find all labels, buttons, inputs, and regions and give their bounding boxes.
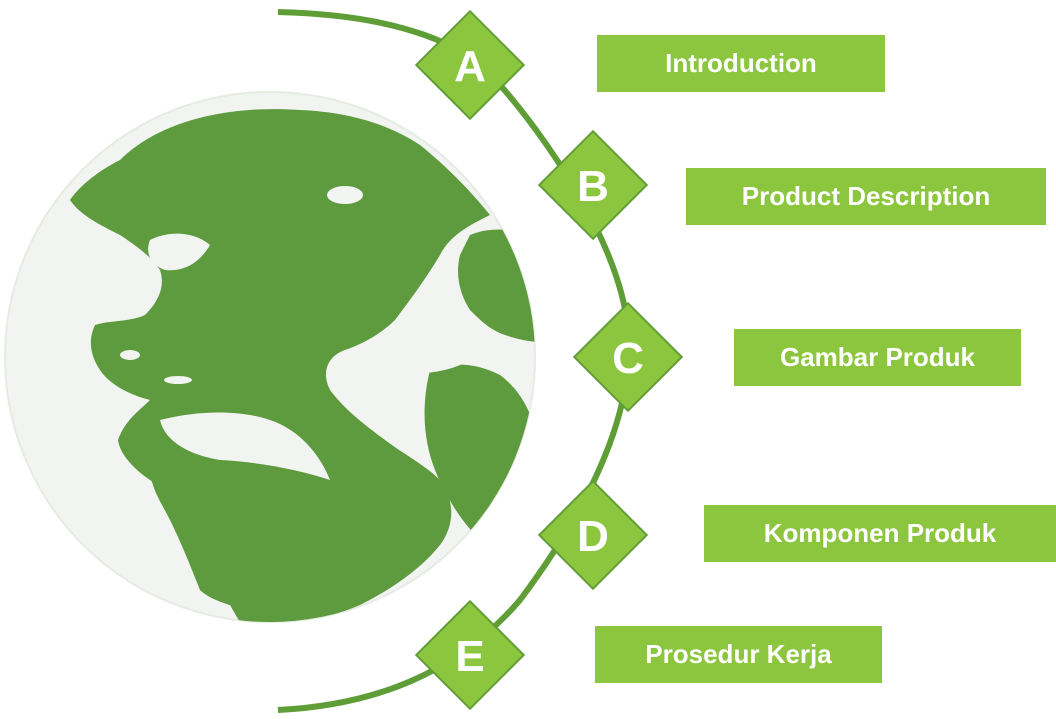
step-marker-e[interactable]: E xyxy=(414,599,526,711)
step-label-komponen-produk[interactable]: Komponen Produk xyxy=(704,505,1056,562)
step-label-prosedur-kerja[interactable]: Prosedur Kerja xyxy=(595,626,882,683)
step-marker-d[interactable]: D xyxy=(537,479,649,591)
step-marker-b[interactable]: B xyxy=(537,129,649,241)
step-label-text: Komponen Produk xyxy=(763,518,997,548)
step-label-product-description[interactable]: Product Description xyxy=(686,168,1046,225)
step-label-text: Prosedur Kerja xyxy=(645,639,832,669)
step-letter-b: B xyxy=(577,162,609,211)
step-label-text: Introduction xyxy=(665,48,817,78)
step-label-text: Gambar Produk xyxy=(779,342,976,372)
step-letter-c: C xyxy=(612,334,644,383)
step-label-text: Product Description xyxy=(741,181,991,211)
step-label-gambar-produk[interactable]: Gambar Produk xyxy=(734,329,1021,386)
globe-icon xyxy=(4,91,536,623)
step-marker-c[interactable]: C xyxy=(572,301,684,413)
step-marker-a[interactable]: A xyxy=(414,9,526,121)
step-letter-a: A xyxy=(454,42,486,91)
step-letter-d: D xyxy=(577,512,609,561)
step-label-introduction[interactable]: Introduction xyxy=(597,35,885,92)
step-letter-e: E xyxy=(455,632,484,681)
